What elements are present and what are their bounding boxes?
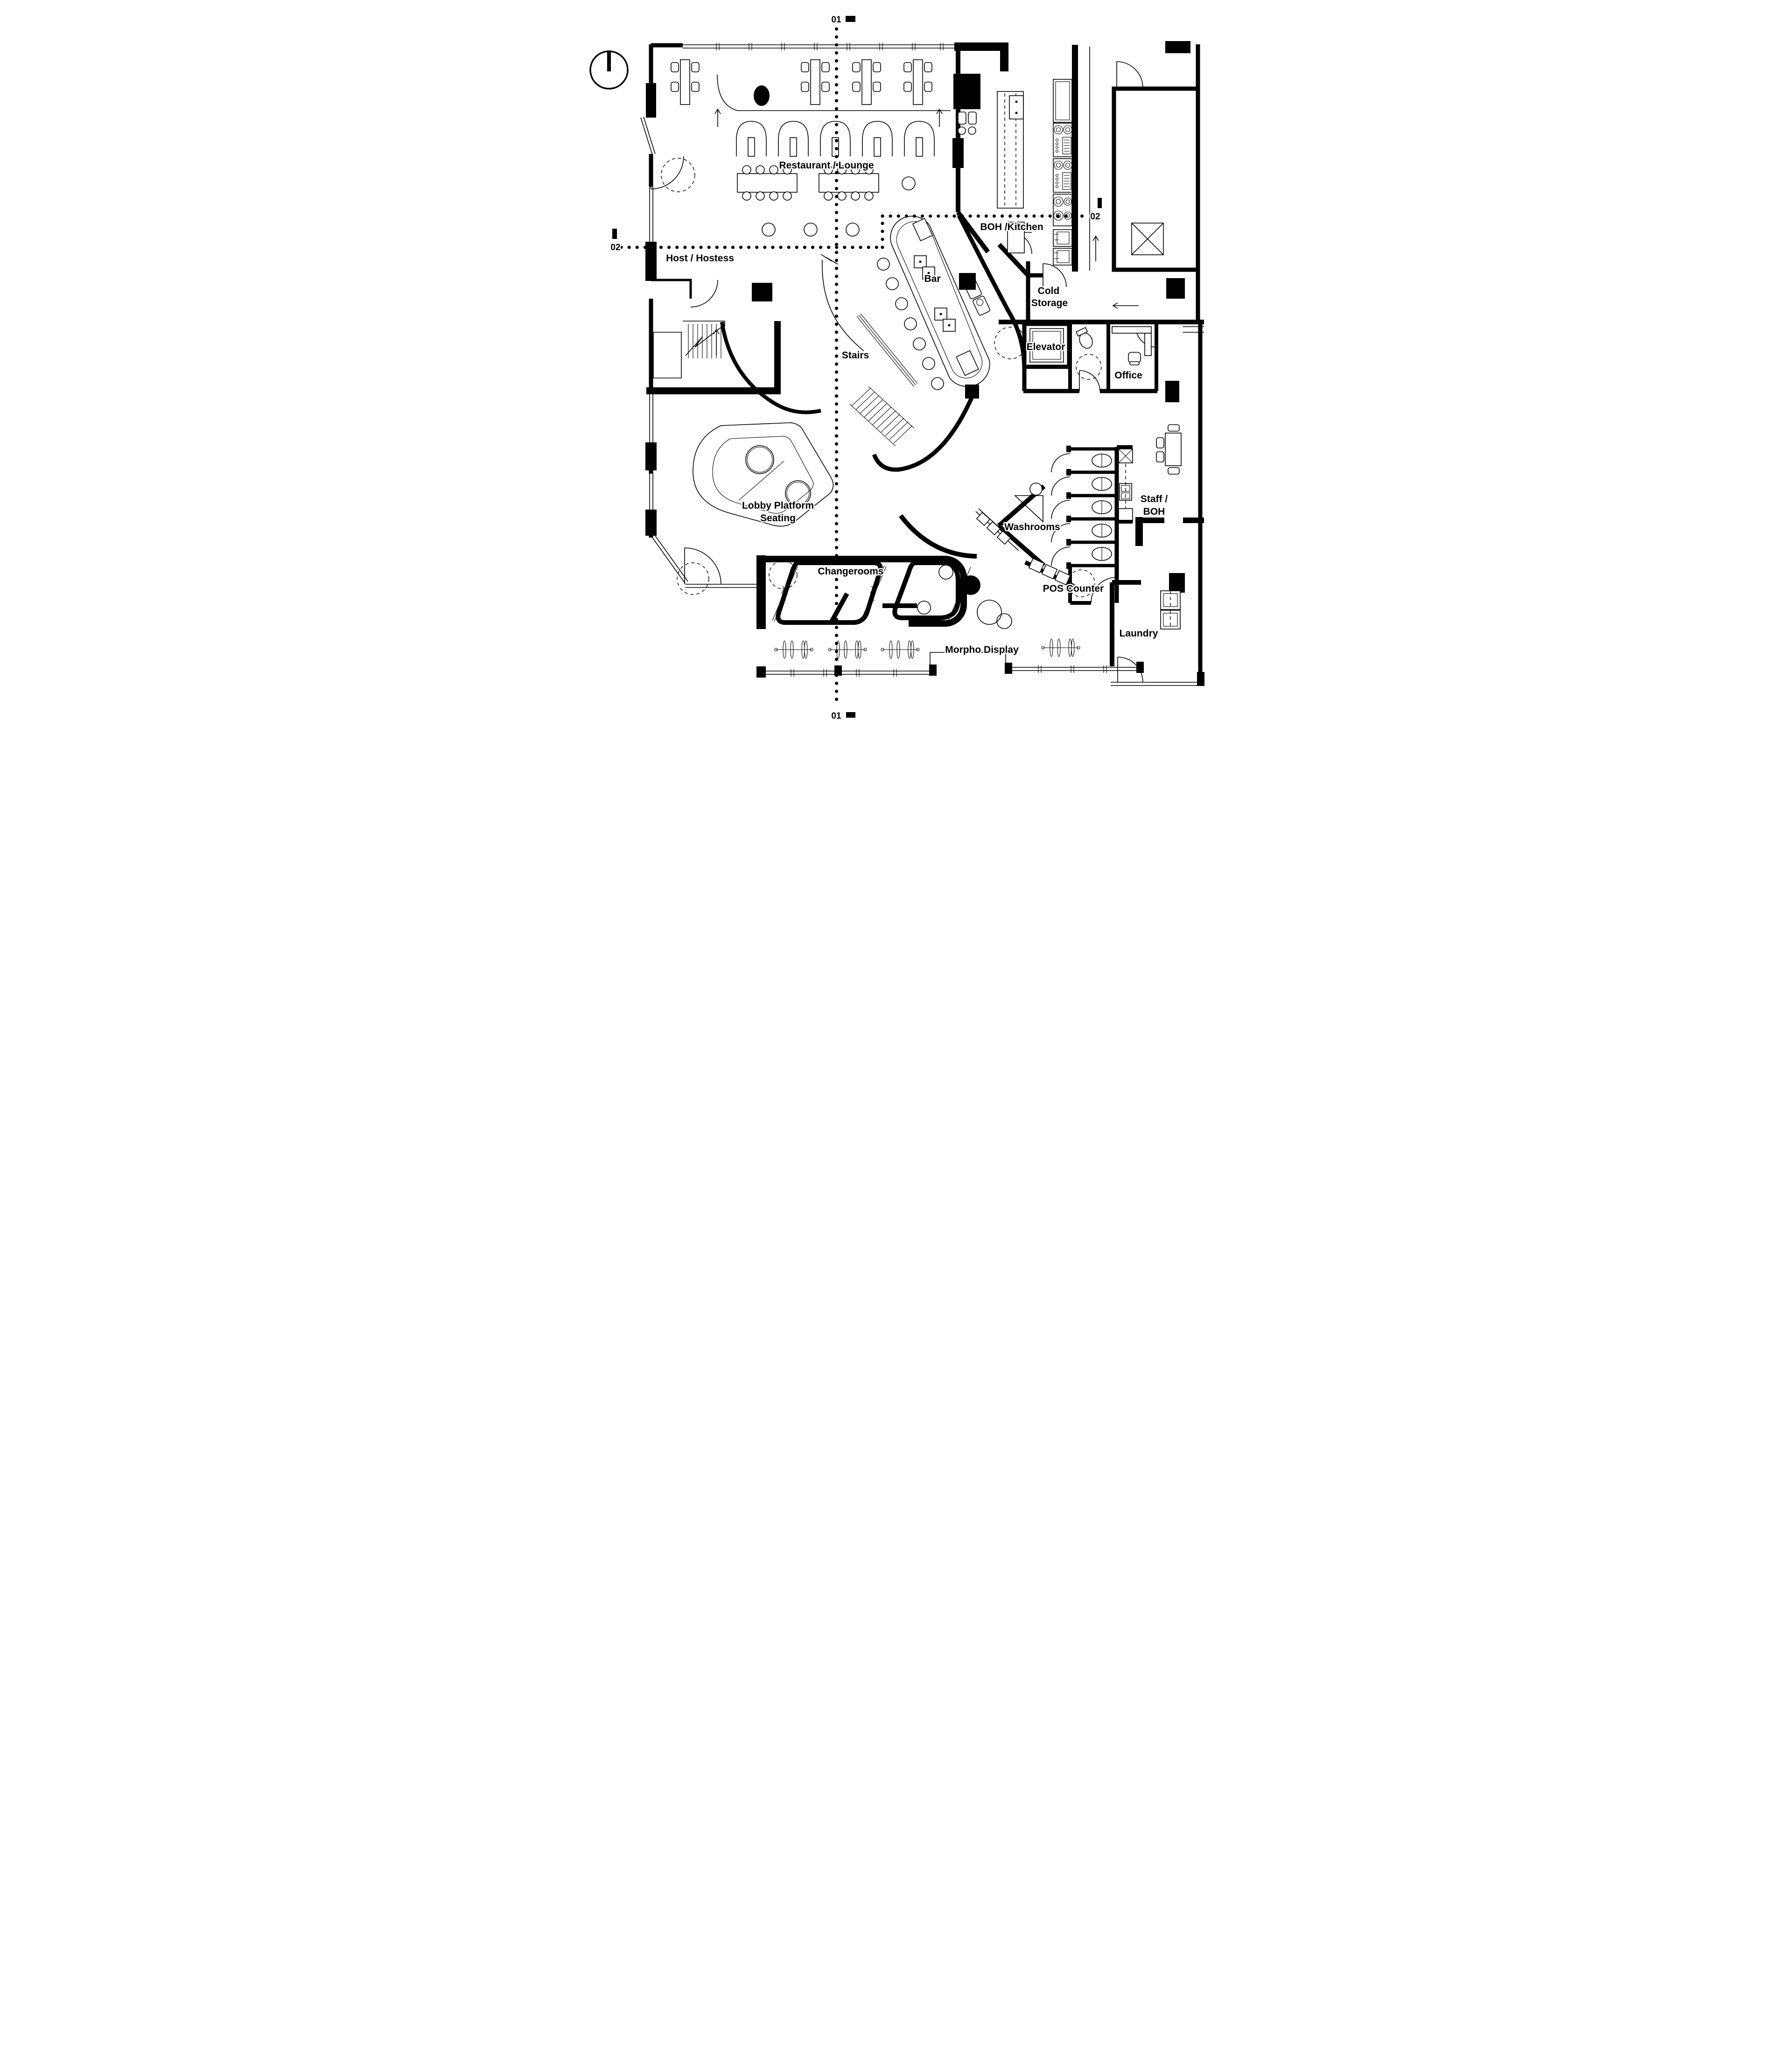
section-lines	[619, 27, 1089, 707]
floor-plan-drawing: 01 01 02 02 Restaurant / Lounge BOH /Kit…	[576, 0, 1216, 735]
direction-arrow	[1092, 235, 1099, 261]
staff-table	[1155, 424, 1182, 475]
bar-counter	[876, 216, 990, 399]
section-marker-bar	[1097, 198, 1102, 208]
restaurant-tables	[660, 59, 951, 237]
column	[753, 85, 770, 106]
window-walls	[640, 43, 1202, 686]
room-label-staff-2: BOH	[1143, 506, 1165, 517]
communal-tables	[736, 165, 879, 201]
room-label-restaurant-lounge: Restaurant / Lounge	[779, 160, 874, 171]
column	[959, 273, 976, 290]
clothing-racks	[774, 638, 1080, 659]
curtain-icon	[781, 586, 786, 601]
washroom-fixtures	[1014, 448, 1133, 597]
room-label-morpho-display: Morpho Display	[945, 644, 1019, 655]
room-label-boh-kitchen: BOH /Kitchen	[980, 222, 1043, 232]
room-labels: Restaurant / Lounge BOH /Kitchen Host / …	[665, 159, 1169, 657]
floor-plan-page: 01 01 02 02 Restaurant / Lounge BOH /Kit…	[576, 0, 1216, 735]
bar-stools	[876, 258, 944, 390]
booth-seating	[735, 121, 935, 157]
section-marker-02-left: 02	[609, 229, 622, 254]
section-label-02-left: 02	[610, 243, 620, 252]
room-label-changerooms: Changerooms	[818, 566, 883, 577]
room-label-cold-storage-2: Storage	[1031, 298, 1067, 308]
room-label-laundry: Laundry	[1119, 628, 1158, 639]
room-label-pos-counter: POS Counter	[1043, 583, 1104, 594]
room-label-stairs: Stairs	[841, 350, 868, 361]
doors	[650, 61, 1156, 683]
elevator	[1022, 322, 1071, 369]
section-line-02	[619, 214, 1089, 249]
room-label-lobby-1: Lobby Platform	[742, 500, 813, 511]
turning-radius	[994, 327, 1027, 359]
morpho-display-platforms	[976, 600, 1012, 629]
room-label-bar: Bar	[924, 273, 940, 284]
direction-arrows	[714, 108, 943, 127]
stairs-group	[685, 254, 917, 447]
accessible-washroom	[1075, 327, 1102, 380]
section-marker-02-right: 02	[1089, 198, 1102, 223]
section-marker-bar	[845, 16, 855, 22]
section-marker-01-bottom: 01	[830, 710, 855, 722]
section-label-01-bottom: 01	[831, 711, 841, 721]
lobby-platform-seating	[692, 422, 833, 527]
section-marker-bar	[846, 712, 855, 718]
section-label-02-right: 02	[1090, 212, 1100, 222]
curtain-icon	[870, 586, 875, 601]
section-label-01-top: 01	[831, 15, 841, 25]
room-label-staff-1: Staff /	[1140, 494, 1168, 504]
section-marker-bar	[612, 229, 617, 239]
office-furniture	[1111, 326, 1152, 365]
north-arrow-icon	[589, 50, 629, 90]
room-label-host-hostess: Host / Hostess	[666, 253, 734, 264]
room-label-lobby-2: Seating	[760, 513, 796, 524]
pos-counter-group	[975, 508, 1075, 588]
changerooms-group	[676, 555, 971, 629]
column	[965, 385, 979, 399]
room-label-elevator: Elevator	[1026, 342, 1065, 352]
direction-arrow	[1112, 302, 1139, 309]
room-label-washrooms: Washrooms	[1004, 522, 1060, 532]
turning-radius	[660, 158, 695, 192]
curtain-icon	[956, 586, 961, 601]
kitchen-equipment	[957, 79, 1139, 309]
section-marker-01-top: 01	[830, 14, 855, 26]
room-label-cold-storage-1: Cold	[1037, 286, 1059, 296]
room-label-office: Office	[1114, 370, 1142, 381]
laundry-machines	[1160, 590, 1181, 630]
